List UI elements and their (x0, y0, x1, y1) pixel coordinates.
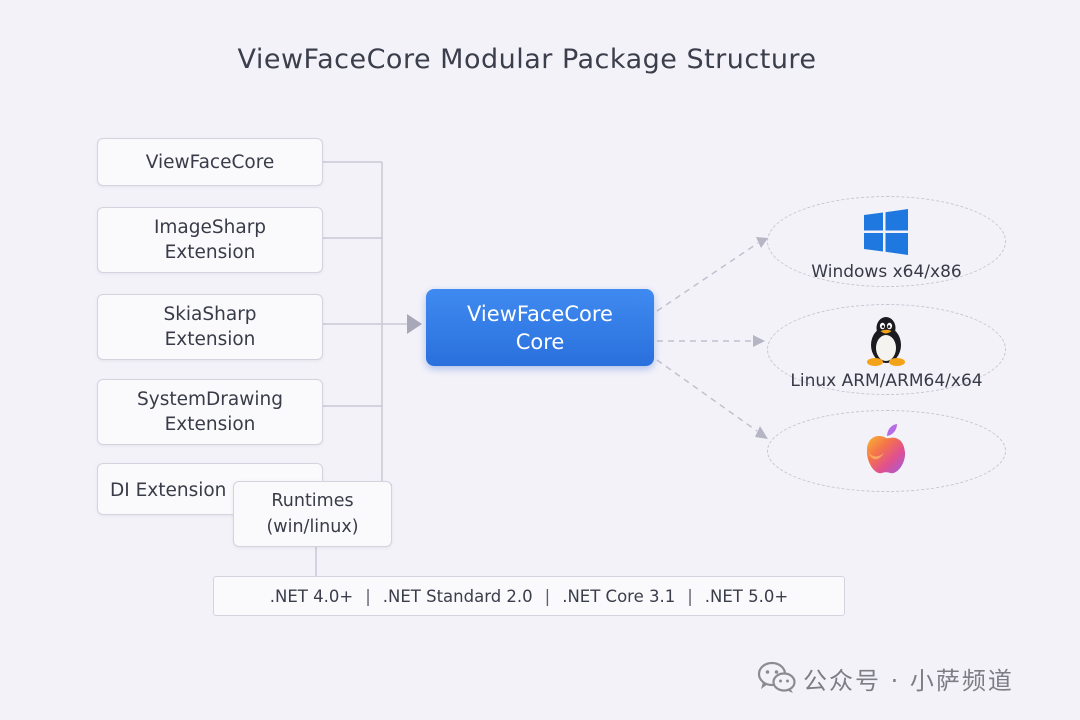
apple-icon (866, 424, 906, 474)
arrowhead-to-core (407, 314, 422, 334)
package-skiasharp-extension: SkiaSharp Extension (97, 294, 323, 360)
package-imagesharp-sublabel: Extension (164, 242, 256, 263)
framework-separator: | (365, 586, 371, 606)
package-skiasharp-sublabel: Extension (164, 329, 256, 350)
platform-linux-ellipse (767, 304, 1006, 395)
windows-icon (864, 209, 908, 255)
arrowhead-to-macos (755, 426, 768, 439)
core-sublabel: Core (515, 329, 565, 354)
package-skiasharp-label: SkiaSharp (163, 304, 257, 325)
framework-separator: | (544, 586, 551, 606)
runtimes-label: Runtimes (271, 491, 354, 511)
package-systemdrawing-label: SystemDrawing (137, 389, 283, 410)
linux-tux-icon (867, 317, 905, 366)
package-di-label: DI Extension (110, 480, 227, 501)
core-package: ViewFaceCore Core (426, 289, 654, 366)
platform-windows-ellipse (767, 196, 1006, 287)
platform-linux-label: Linux ARM/ARM64/x64 (790, 371, 983, 391)
platform-windows-label: Windows x64/x86 (811, 262, 962, 282)
arrowhead-to-linux (753, 335, 765, 347)
package-systemdrawing-sublabel: Extension (164, 414, 256, 435)
connector-to-windows (656, 242, 759, 312)
connector-to-macos (656, 359, 758, 432)
package-viewfacecore: ViewFaceCore (97, 138, 323, 186)
framework-separator: | (687, 586, 693, 606)
package-imagesharp-extension: ImageSharp Extension (97, 207, 323, 273)
package-systemdrawing-extension: SystemDrawing Extension (97, 379, 323, 445)
framework-net40: .NET 4.0+ (269, 586, 354, 606)
arrowhead-to-windows (756, 237, 768, 248)
runtimes-sublabel: (win/linux) (266, 517, 359, 537)
wechat-icon (757, 661, 796, 693)
platform-macos-ellipse (767, 410, 1006, 492)
framework-netcore31: .NET Core 3.1 (562, 586, 676, 606)
framework-net50: .NET 5.0+ (704, 586, 789, 606)
framework-netstandard20: .NET Standard 2.0 (382, 586, 533, 606)
core-label: ViewFaceCore (467, 301, 613, 326)
watermark-text: 公众号 · 小萨频道 (803, 666, 1014, 695)
package-viewfacecore-label: ViewFaceCore (145, 151, 275, 173)
wechat-watermark: 公众号 · 小萨频道 (757, 660, 1014, 696)
package-imagesharp-label: ImageSharp (153, 217, 267, 238)
diagram-title: ViewFaceCore Modular Package Structure (237, 44, 817, 75)
package-runtimes: Runtimes (win/linux) (233, 481, 392, 547)
framework-targets-bar: .NET 4.0+ | .NET Standard 2.0 | .NET Cor… (213, 576, 845, 616)
